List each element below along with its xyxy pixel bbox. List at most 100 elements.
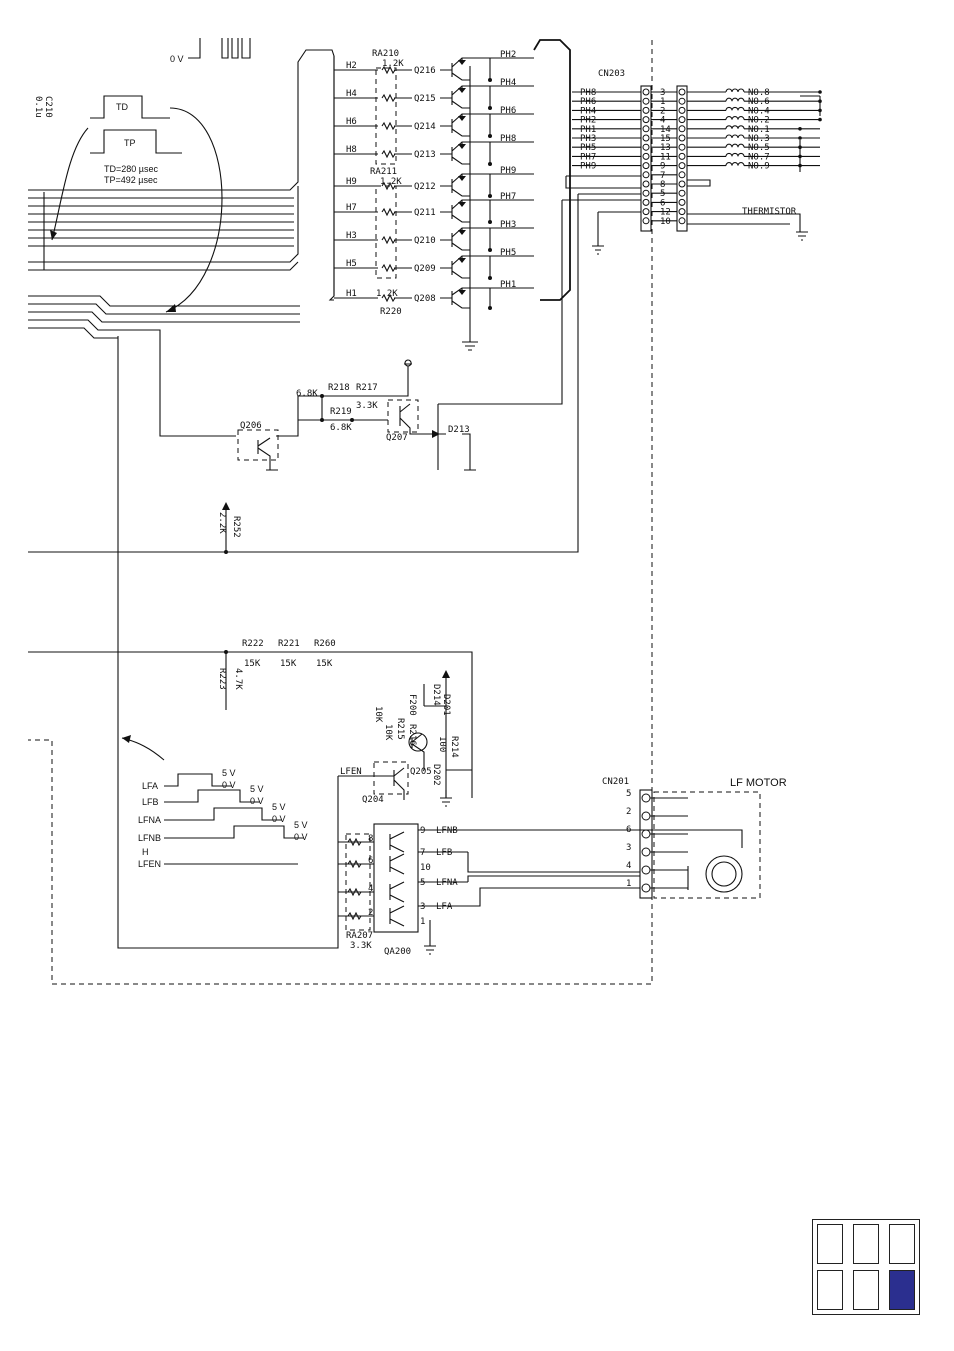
page-navigator [812,1219,920,1315]
r218-label: R218 [328,383,350,393]
nav-cell-2[interactable] [853,1224,879,1264]
r220-label: R220 [380,307,402,317]
cn203-pin-number: 12 [660,208,671,218]
driver-input-label: H2 [346,61,357,71]
d213-label: D213 [448,425,470,435]
r222-label: R222 [242,639,264,649]
r252-label: R252 [231,516,241,538]
common-drive: 6.8K R218 R217 3.3K R219 6.8K Q206 Q207 … [217,359,476,554]
data-bus [28,49,335,437]
cn203-pin-number: 3 [660,88,665,98]
lf-timing-high: 5 V [294,820,308,830]
lf-timing-low: 0 V [222,780,236,790]
transistor-label: Q214 [414,122,436,132]
lf-timing-row: LFNA 5 V 0 V [138,802,286,825]
nav-cell-6[interactable] [889,1270,915,1310]
transistor-label: Q209 [414,264,436,274]
ra210-label: RA210 [372,49,399,59]
q205-label: Q205 [410,767,432,777]
d202-label: D202 [431,764,441,786]
cn201-label: CN201 [602,777,629,787]
r260-value: 15K [316,659,333,669]
lf-timing-low: 0 V [272,814,286,824]
nav-cell-4[interactable] [817,1270,843,1310]
cn203-output-label: NO.7 [748,152,770,162]
phase-label: PH7 [500,192,516,202]
lf-timing-name: LFA [142,781,158,791]
r218-value: 6.8K [296,389,318,399]
cn203-pin-number: 6 [660,198,665,208]
transistor-label: Q211 [414,208,436,218]
nav-cell-5[interactable] [853,1270,879,1310]
cn203-signal-label: PH1 [580,125,596,135]
q204-label: Q204 [362,795,384,805]
zero-v-label: 0 V [170,54,184,64]
qa200-pin: 6 [368,856,373,866]
cn201-pin-number: 5 [626,789,631,799]
lf-timing-high: 5 V [250,784,264,794]
qa200-label: QA200 [384,947,411,957]
driver-input-label: H1 [346,289,357,299]
qa200-pin: 8 [368,834,373,844]
r223-label: R223 [217,668,227,690]
d214-label: D214 [431,684,441,706]
driver-input-label: H6 [346,117,357,127]
cn203-output-label: NO.2 [748,116,770,126]
q207-label: Q207 [386,433,408,443]
driver-input-label: H7 [346,203,357,213]
lf-timing-name: LFNA [138,815,161,825]
qa200-input: 4 [338,881,405,903]
cn203-output-label: NO.9 [748,162,770,172]
cn203-pin-number: 14 [660,125,671,135]
thermistor-label: THERMISTOR [742,207,797,217]
lf-timing-name: LFNB [138,833,161,843]
cn203-row: 4 PH2 NO.2 [572,116,822,126]
supply-fragment: 0 V C210 0.1u [33,38,251,118]
ra210-value: 1.2K [382,59,404,69]
qa200-pin: 10 [420,863,431,873]
driver-input-label: H9 [346,177,357,187]
driver-input-label: H4 [346,89,357,99]
ra207-value: 3.3K [350,941,372,951]
r223-value: 4.7K [233,668,243,690]
cn201-pin: 6 [626,825,688,839]
cn203-signal-label: PH2 [580,116,596,126]
transistor-label: Q215 [414,94,436,104]
r222-value: 15K [244,659,261,669]
nav-cell-1[interactable] [817,1224,843,1264]
cn203-label: CN203 [598,69,625,79]
transistor-label: Q216 [414,66,436,76]
tp-spec: TP=492 µsec [104,175,158,185]
qa200-signal: LFNA [436,878,458,888]
phase-label: PH1 [500,280,516,290]
qa200-input: 6 [338,853,405,875]
cn203-row: 5 [642,189,686,199]
cn203-output-label: NO.4 [748,106,770,116]
lf-timing-high: 5 V [272,802,286,812]
nav-cell-3[interactable] [889,1224,915,1264]
cn203-pin-number: 2 [660,106,665,116]
cn201-pin-number: 1 [626,879,631,889]
cn203-row: 7 [642,171,686,181]
cn201-pin: 4 [626,861,688,875]
td-label: TD [116,102,128,112]
cn203-output-label: NO.1 [748,125,770,135]
cn203-row: 6 [642,198,686,208]
board-boundary [28,40,653,985]
lf-timing-name: LFEN [138,859,161,869]
cn203-pin-number: 4 [660,116,665,126]
phase-label: PH2 [500,50,516,60]
lf-driver: R222 15K R221 15K R260 15K R223 4.7K D21… [28,336,688,957]
